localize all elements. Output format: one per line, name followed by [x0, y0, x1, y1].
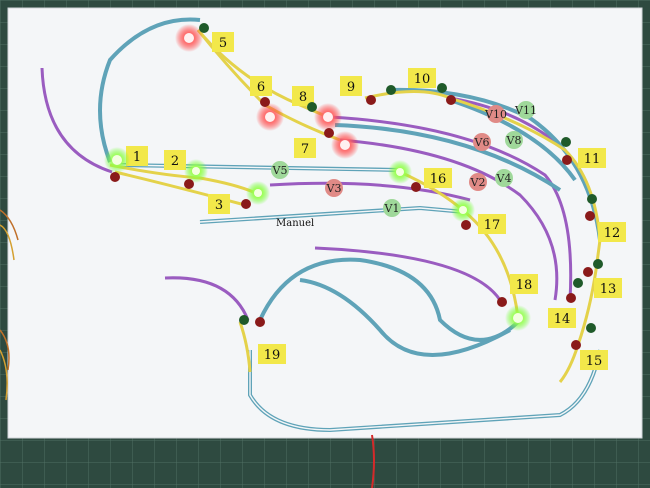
signal-v8: V8 [506, 134, 522, 147]
label-11: 11 [584, 152, 601, 167]
label-3: 3 [215, 198, 223, 213]
label-8: 8 [299, 90, 307, 105]
label-18: 18 [516, 278, 533, 293]
label-9: 9 [347, 80, 355, 95]
label-5: 5 [219, 36, 227, 51]
label-19: 19 [264, 348, 281, 363]
signal-v10: V10 [484, 108, 507, 121]
signal-v4: V4 [496, 172, 512, 185]
led-indicators [104, 23, 603, 350]
purple-tracks [40, 67, 573, 321]
signal-v5: V5 [272, 164, 288, 177]
label-7: 7 [301, 142, 309, 157]
panel-board [7, 7, 643, 439]
signal-v1: V1 [384, 202, 400, 215]
wires [0, 209, 375, 488]
signal-v2: V2 [470, 176, 486, 189]
label-16: 16 [430, 172, 447, 187]
label-14: 14 [554, 312, 571, 327]
signal-v3: V3 [326, 182, 342, 195]
label-17: 17 [484, 218, 501, 233]
label-15: 15 [586, 354, 603, 369]
signal-v6: V6 [474, 136, 490, 149]
manual-label: Manuel [276, 218, 314, 229]
label-13: 13 [600, 282, 617, 297]
signal-markers: V5 V3 V1 V2 V4 V6 V8 V10 V11 [271, 101, 537, 217]
label-12: 12 [604, 226, 621, 241]
number-labels: 5 6 8 9 10 7 1 2 3 16 17 11 12 13 14 15 … [126, 32, 626, 370]
signal-v11: V11 [514, 104, 537, 117]
label-1: 1 [133, 150, 141, 165]
label-6: 6 [257, 80, 265, 95]
label-2: 2 [171, 154, 179, 169]
label-10: 10 [414, 72, 431, 87]
